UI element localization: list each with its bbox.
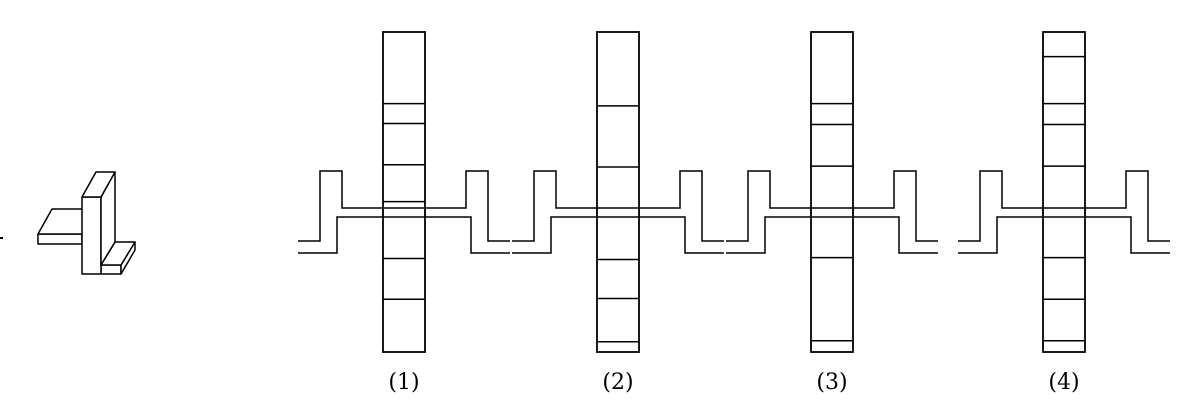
option-net-4[interactable] bbox=[958, 31, 1170, 353]
vertical-strip bbox=[1042, 31, 1086, 353]
left-flange bbox=[512, 170, 598, 254]
edge-mark bbox=[0, 237, 3, 239]
option-label-3[interactable]: (3) bbox=[816, 370, 848, 395]
left-flange bbox=[298, 170, 384, 254]
right-flange bbox=[424, 170, 510, 254]
vertical-strip bbox=[810, 31, 854, 353]
isometric-block-solid-icon bbox=[37, 171, 136, 275]
vertical-strip bbox=[596, 31, 640, 353]
option-label-4[interactable]: (4) bbox=[1048, 370, 1080, 395]
right-flange bbox=[638, 170, 724, 254]
option-label-1[interactable]: (1) bbox=[388, 370, 420, 395]
option-label-2[interactable]: (2) bbox=[602, 370, 634, 395]
left-flange bbox=[958, 170, 1044, 254]
option-net-1[interactable] bbox=[298, 31, 510, 353]
option-net-3[interactable] bbox=[726, 31, 938, 353]
right-flange bbox=[852, 170, 938, 254]
option-net-2[interactable] bbox=[512, 31, 724, 353]
vertical-strip bbox=[382, 31, 426, 353]
right-flange bbox=[1084, 170, 1170, 254]
left-flange bbox=[726, 170, 812, 254]
